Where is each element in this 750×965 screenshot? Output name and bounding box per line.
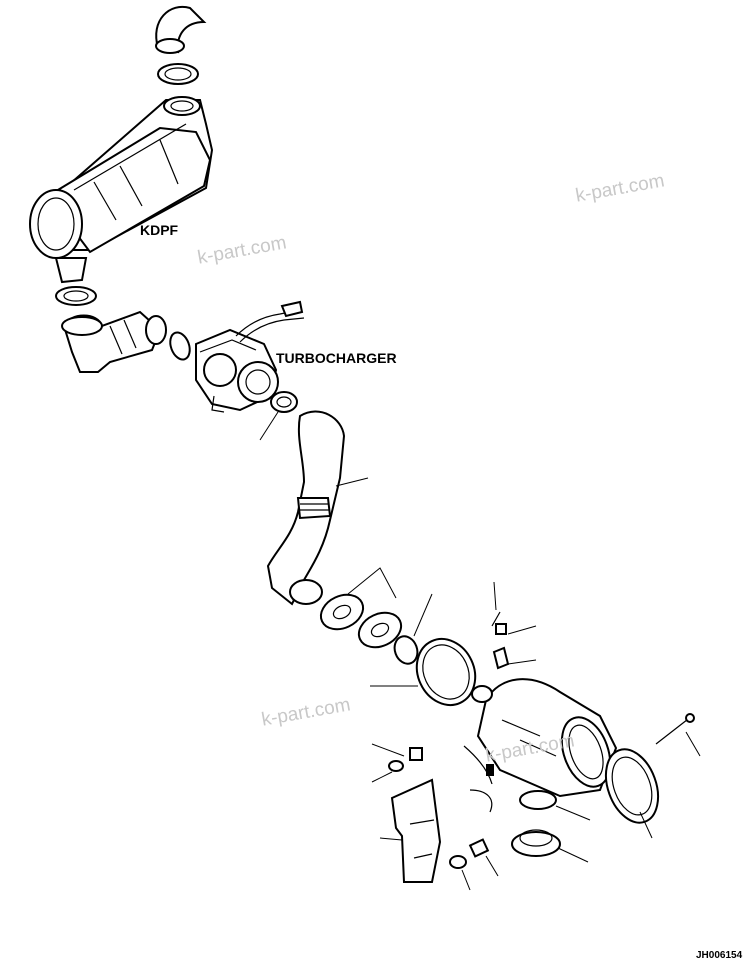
leader-lower-bolt xyxy=(485,855,499,877)
air-cleaner xyxy=(471,678,618,798)
leader-bracket-bolt xyxy=(371,743,405,757)
air-cleaner-hose-clamp xyxy=(393,635,419,665)
turbocharger-label: TURBOCHARGER xyxy=(276,350,397,366)
top-elbow-pipe xyxy=(155,5,207,54)
leader-bracket-washer xyxy=(371,771,393,783)
leader-dust-ring xyxy=(555,805,591,821)
top-clamp xyxy=(157,63,199,85)
lower-bolt xyxy=(449,838,490,869)
intake-hose xyxy=(266,410,346,606)
leader-dust-valve xyxy=(557,847,589,863)
leader-bolt-top xyxy=(493,581,497,611)
mounting-bolt-top xyxy=(491,611,510,670)
drawing-code: JH006154 xyxy=(696,950,743,961)
band-clamp-rear xyxy=(604,713,695,824)
indicator-hose xyxy=(463,745,494,813)
leader-intake-hose xyxy=(335,477,369,487)
leader-nut xyxy=(507,625,537,635)
turbocharger xyxy=(195,300,305,413)
kdpf-label: KDPF xyxy=(140,222,179,238)
seal-plate-2 xyxy=(357,611,403,649)
band-clamp-front xyxy=(415,637,477,707)
leader-turbo-clamp xyxy=(259,411,279,441)
mounting-bracket xyxy=(390,778,442,883)
leader-rear-bolt xyxy=(685,731,701,757)
leader-washer xyxy=(507,659,537,665)
turbo-gasket xyxy=(169,331,191,361)
dust-valve xyxy=(511,829,561,857)
kdpf-lower-clamp xyxy=(55,286,97,306)
kdpf-canister xyxy=(29,96,214,284)
leader-rear-clamp xyxy=(639,811,653,839)
leader-seal-plates xyxy=(347,567,397,599)
leader-lower-washer xyxy=(461,869,471,891)
bracket-bolt xyxy=(388,747,423,772)
turbo-hose-clamp xyxy=(270,391,298,413)
dust-valve-ring xyxy=(519,790,557,810)
leader-hose-clamp xyxy=(413,593,433,637)
leader-bracket xyxy=(379,837,403,841)
seal-plate-1 xyxy=(319,593,365,631)
exhaust-connector-pipe xyxy=(61,310,167,373)
